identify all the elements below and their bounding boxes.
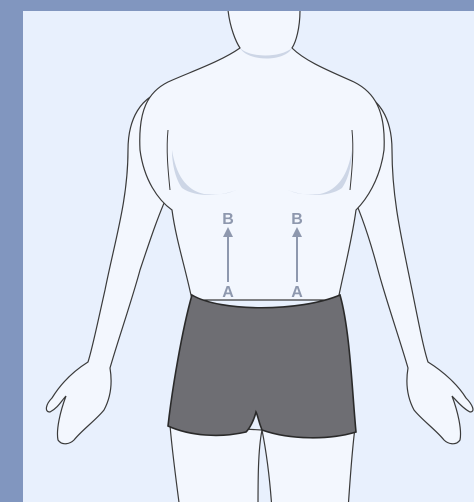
- shorts: [168, 295, 356, 438]
- right-label-a: A: [291, 284, 303, 301]
- right-leg: [262, 428, 355, 502]
- left-label-b: B: [222, 211, 234, 228]
- left-leg: [170, 425, 262, 502]
- left-label-a: A: [222, 284, 234, 301]
- right-label-b: B: [291, 211, 303, 228]
- torso: [140, 10, 384, 300]
